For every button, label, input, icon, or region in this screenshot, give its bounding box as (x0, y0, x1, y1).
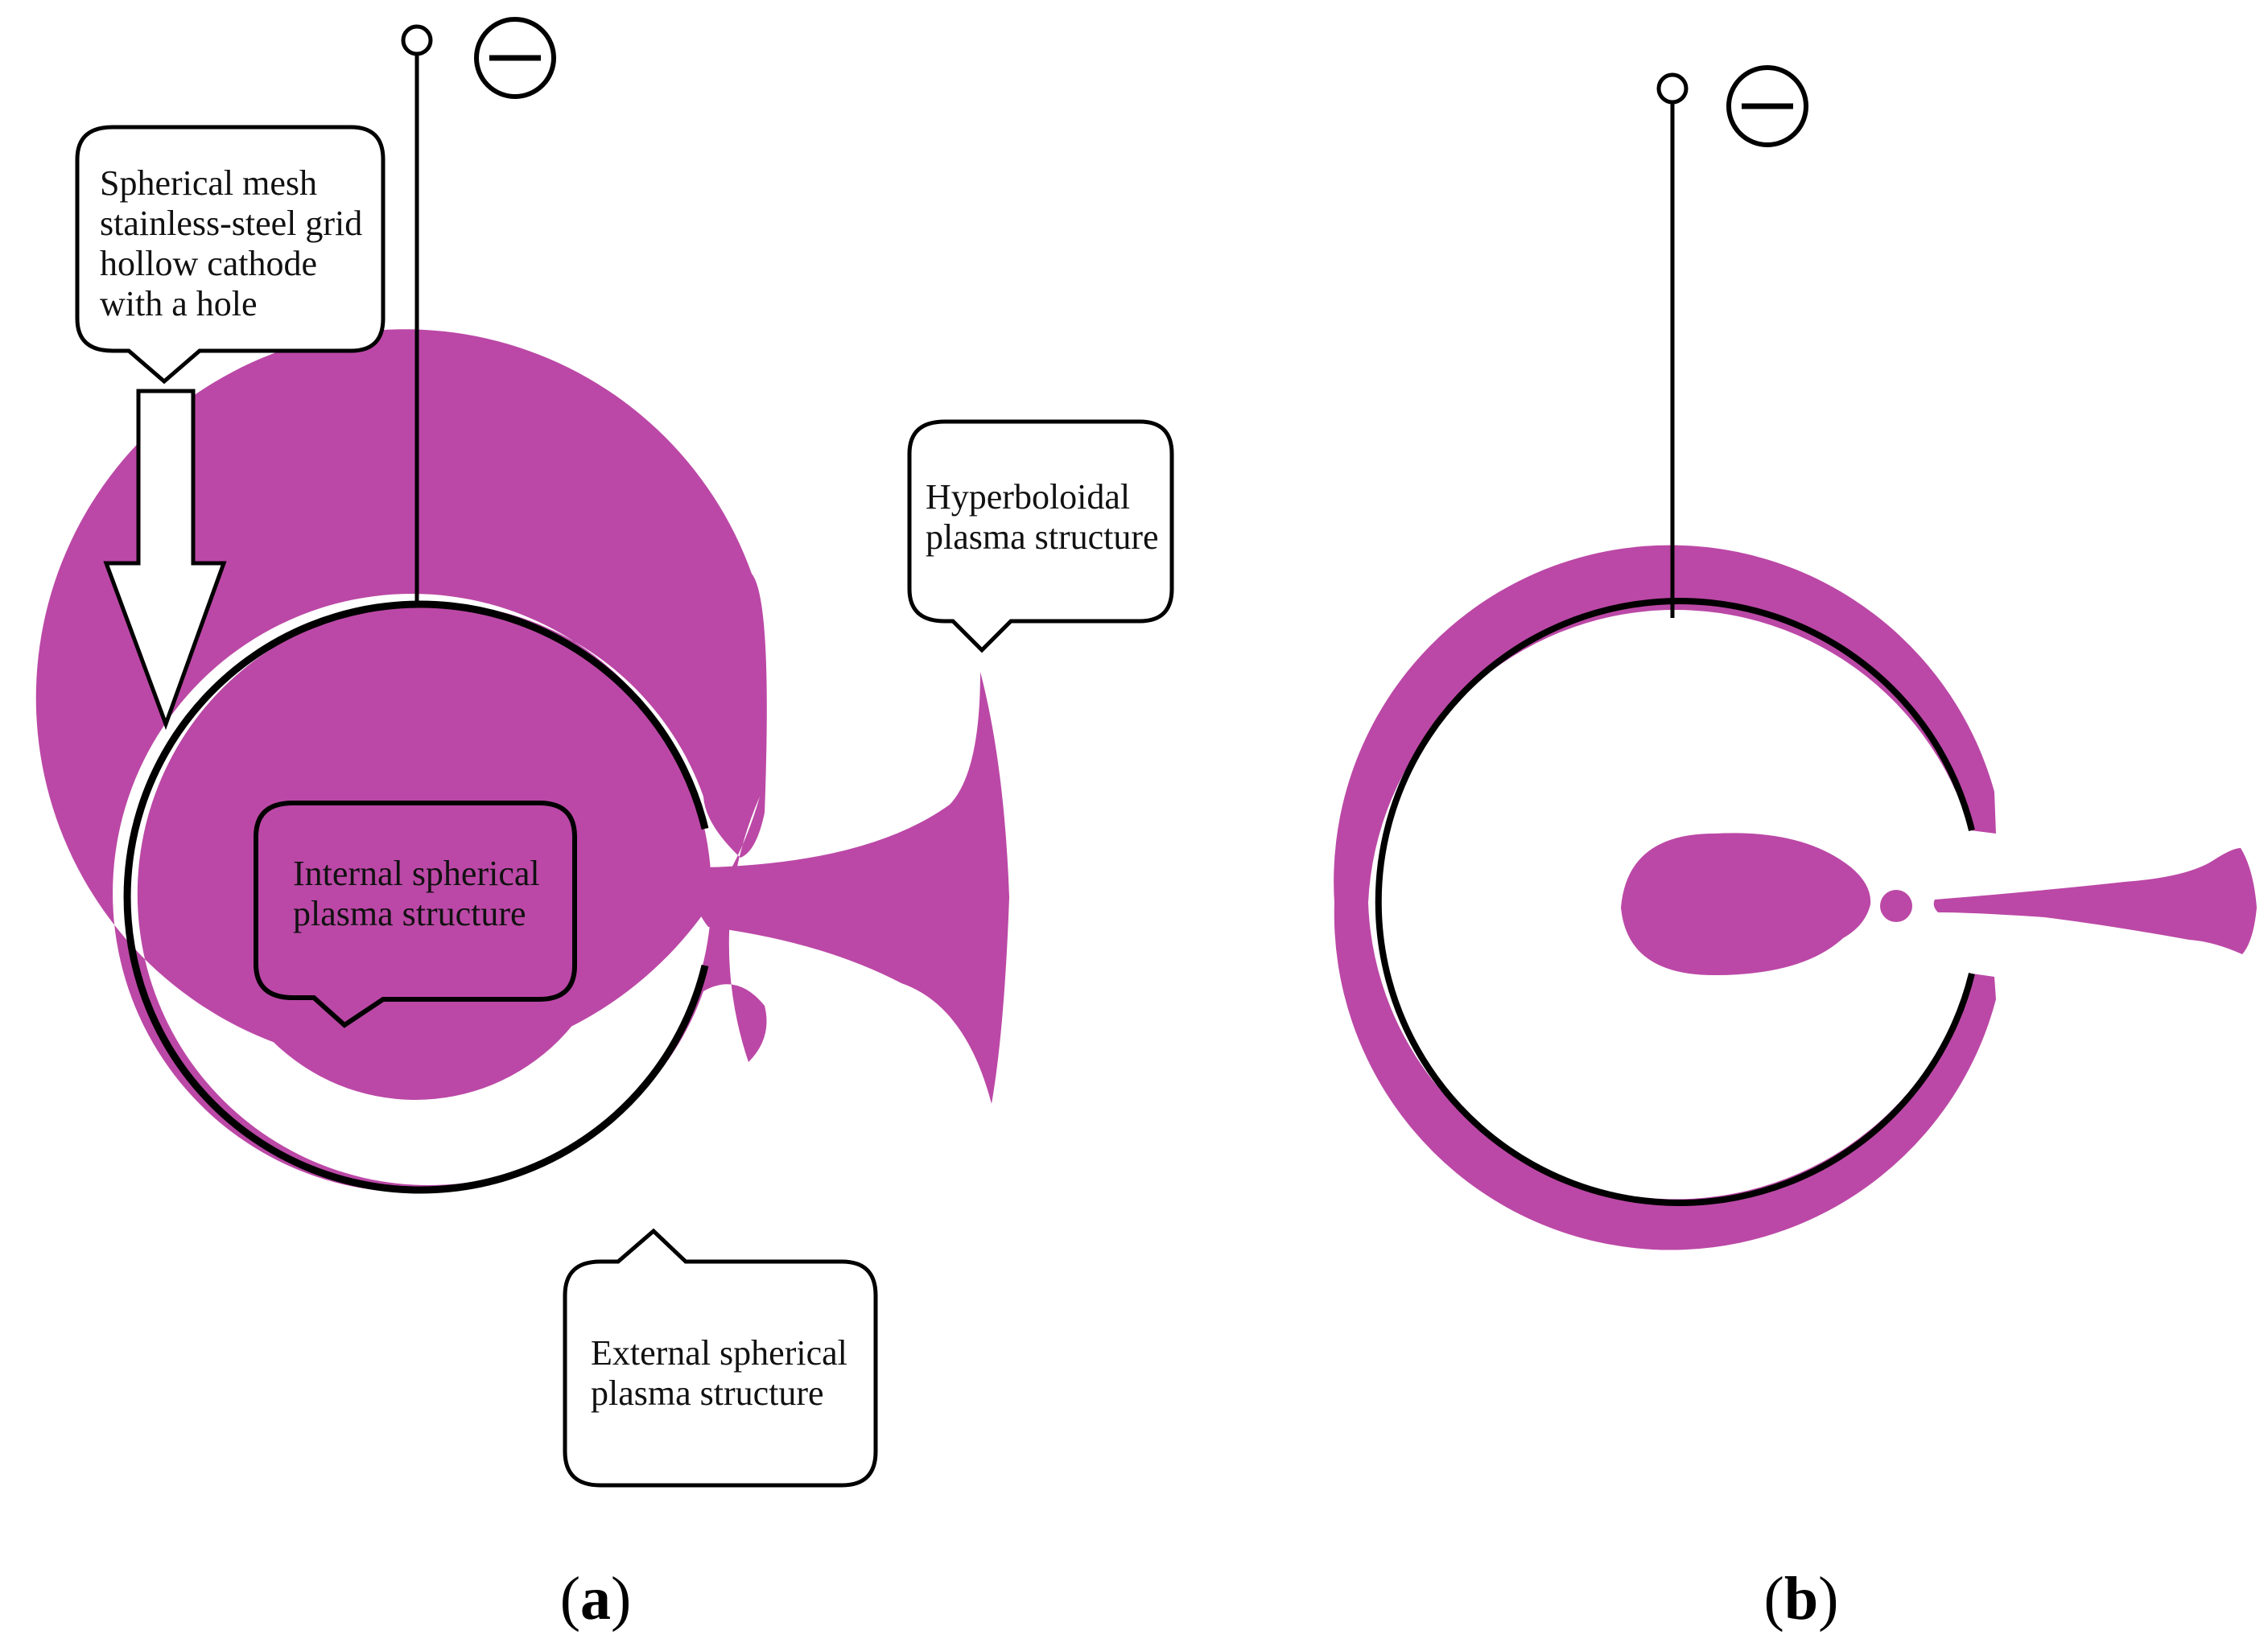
callout-external-line-1: External spherical (591, 1333, 847, 1373)
svg-text:Spherical mesh stainle: Spherical mesh stainless-steel grid holl… (100, 163, 371, 323)
thin-plasma-ring-upper (1334, 545, 1996, 903)
callout-external: External spherical plasma structure (563, 1228, 878, 1488)
callout-internal-line-2: plasma structure (293, 894, 526, 933)
callout-hyperboloidal-line-2: plasma structure (926, 517, 1159, 557)
svg-text:Internal spherical pla: Internal spherical plasma structure (293, 854, 549, 933)
cathode-b-outline (1375, 598, 1975, 1206)
panel-b: − (b) (1334, 65, 2257, 1633)
panel-a: − Spherical mesh stainless-steel grid ho… (35, 17, 1174, 1633)
plasma-jet (1933, 848, 2257, 954)
terminal-ring (401, 24, 433, 56)
plasma-dot (1880, 890, 1912, 922)
callout-external-line-2: plasma structure (591, 1373, 824, 1413)
callout-cathode: Spherical mesh stainless-steel grid holl… (75, 125, 386, 385)
callout-cathode-line-4: with a hole (100, 284, 258, 323)
negative-polarity-icon-b: − (1726, 65, 1808, 147)
panel-label-a: (a) (560, 1565, 632, 1633)
callout-cathode-line-2: stainless-steel grid (100, 204, 362, 243)
callout-cathode-bubble (75, 125, 386, 385)
callout-internal-line-1: Internal spherical (293, 854, 540, 893)
callout-internal: Internal spherical plasma structure (254, 801, 577, 1028)
panel-label-b: (b) (1764, 1565, 1839, 1633)
svg-text:Hyperboloidal plasma s: Hyperboloidal plasma structure (926, 477, 1159, 557)
cathode-sphere-outline (123, 600, 709, 1194)
cathode-pointer-arrow (103, 389, 227, 731)
svg-text:External spherical pla: External spherical plasma structure (591, 1333, 856, 1413)
negative-polarity-icon: − (474, 17, 556, 99)
callout-hyperboloidal-line-1: Hyperboloidal (926, 477, 1130, 517)
callout-cathode-line-1: Spherical mesh (100, 163, 317, 203)
callout-internal-bubble (254, 801, 577, 1028)
teardrop-plasma (1621, 833, 1871, 975)
callout-hyperboloidal-bubble (907, 419, 1174, 653)
callout-external-bubble (563, 1228, 878, 1488)
callout-hyperboloidal: Hyperboloidal plasma structure (907, 419, 1174, 653)
hyperboloidal-plasma (696, 672, 1009, 1104)
terminal-b-ring (1656, 72, 1689, 105)
callout-cathode-line-3: hollow cathode (100, 244, 317, 283)
